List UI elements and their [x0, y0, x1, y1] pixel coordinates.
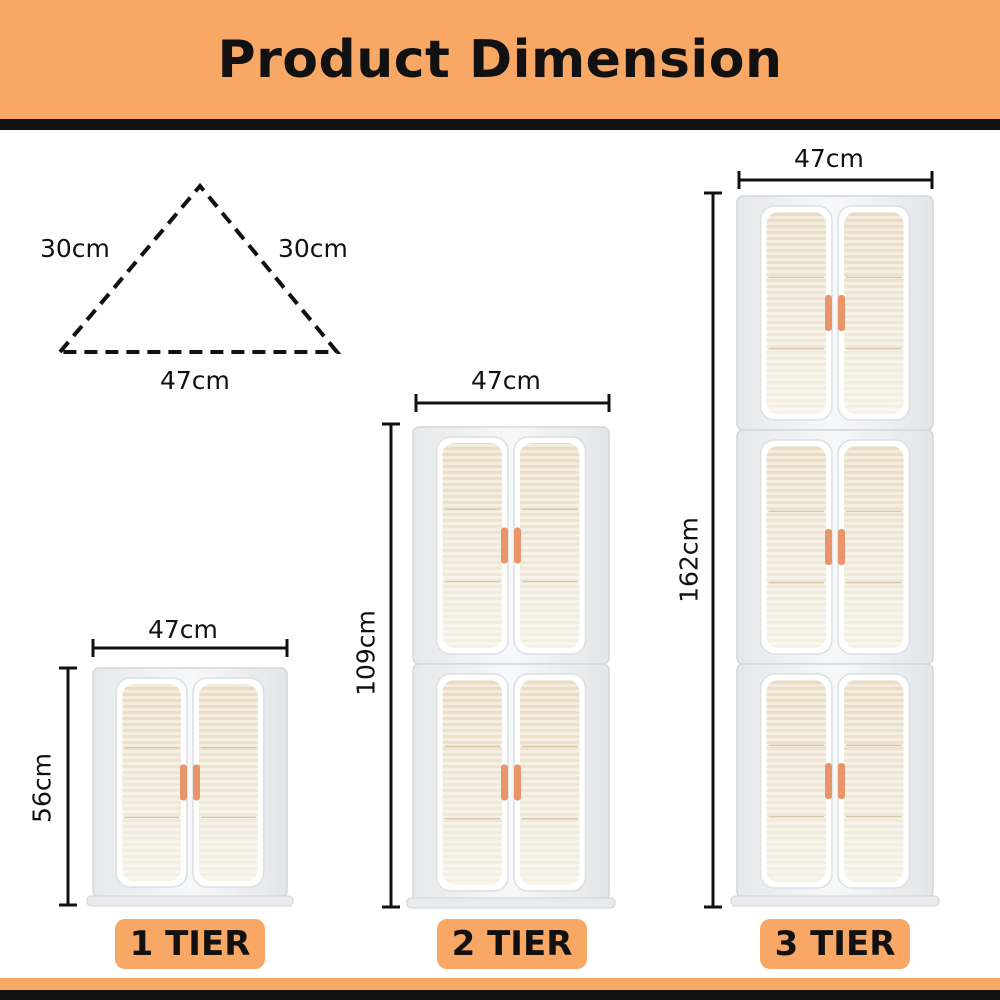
cabinet-module — [736, 663, 934, 899]
corner-footprint-triangle — [58, 182, 342, 354]
cabinet-door — [115, 677, 188, 888]
door-handle-left — [825, 763, 832, 799]
door-handle-right — [193, 764, 200, 801]
cabinet-door — [513, 436, 587, 655]
triangle-base-label: 47cm — [160, 366, 230, 395]
cabinet-module — [736, 429, 934, 665]
cabinet-2-tier — [406, 426, 616, 909]
tier-1-height-label: 56cm — [27, 753, 57, 823]
tier-1-width-label: 47cm — [148, 615, 218, 644]
cabinet-module — [412, 663, 610, 902]
door-handle-left — [825, 295, 832, 331]
tier-2-height-label: 109cm — [351, 610, 381, 696]
tier-3-height-label: 162cm — [674, 517, 704, 603]
header-divider — [0, 119, 1000, 130]
tier-3-badge: 3 TIER — [760, 919, 910, 969]
triangle-right-side-label: 30cm — [278, 234, 348, 263]
cabinet-door — [513, 673, 587, 892]
cabinet-door — [759, 439, 833, 655]
tier-3-width-label: 47cm — [794, 144, 864, 173]
cabinet-door — [837, 673, 911, 889]
cabinet-3-tier — [730, 195, 940, 907]
door-handle-right — [838, 763, 845, 799]
door-handle-left — [825, 529, 832, 565]
tier-1-badge-label: 1 TIER — [129, 924, 251, 964]
tier-2-badge-label: 2 TIER — [451, 924, 573, 964]
footer-divider — [0, 990, 1000, 1000]
tier-1-badge: 1 TIER — [115, 919, 265, 969]
tier-3-badge-label: 3 TIER — [774, 924, 896, 964]
cabinet-module — [736, 195, 934, 431]
page-title: Product Dimension — [217, 29, 783, 90]
door-handle-left — [180, 764, 187, 801]
cabinet-base — [86, 895, 294, 907]
header-banner: Product Dimension — [0, 0, 1000, 119]
footer-band — [0, 978, 1000, 990]
door-handle-left — [501, 527, 508, 564]
cabinet-door — [759, 673, 833, 889]
cabinet-module — [412, 426, 610, 665]
cabinet-door — [192, 677, 265, 888]
door-handle-right — [838, 295, 845, 331]
cabinet-door — [435, 436, 509, 655]
door-handle-right — [514, 764, 521, 801]
cabinet-door — [759, 205, 833, 421]
cabinet-door — [837, 205, 911, 421]
cabinet-module — [92, 667, 288, 898]
door-handle-right — [514, 527, 521, 564]
cabinet-door — [435, 673, 509, 892]
triangle-left-side-label: 30cm — [40, 234, 110, 263]
tier-2-badge: 2 TIER — [437, 919, 587, 969]
door-handle-left — [501, 764, 508, 801]
cabinet-base — [730, 895, 940, 907]
cabinet-base — [406, 897, 616, 909]
cabinet-door — [837, 439, 911, 655]
cabinet-1-tier — [86, 667, 294, 907]
door-handle-right — [838, 529, 845, 565]
tier-2-width-label: 47cm — [471, 366, 541, 395]
dimension-lines — [59, 171, 934, 909]
